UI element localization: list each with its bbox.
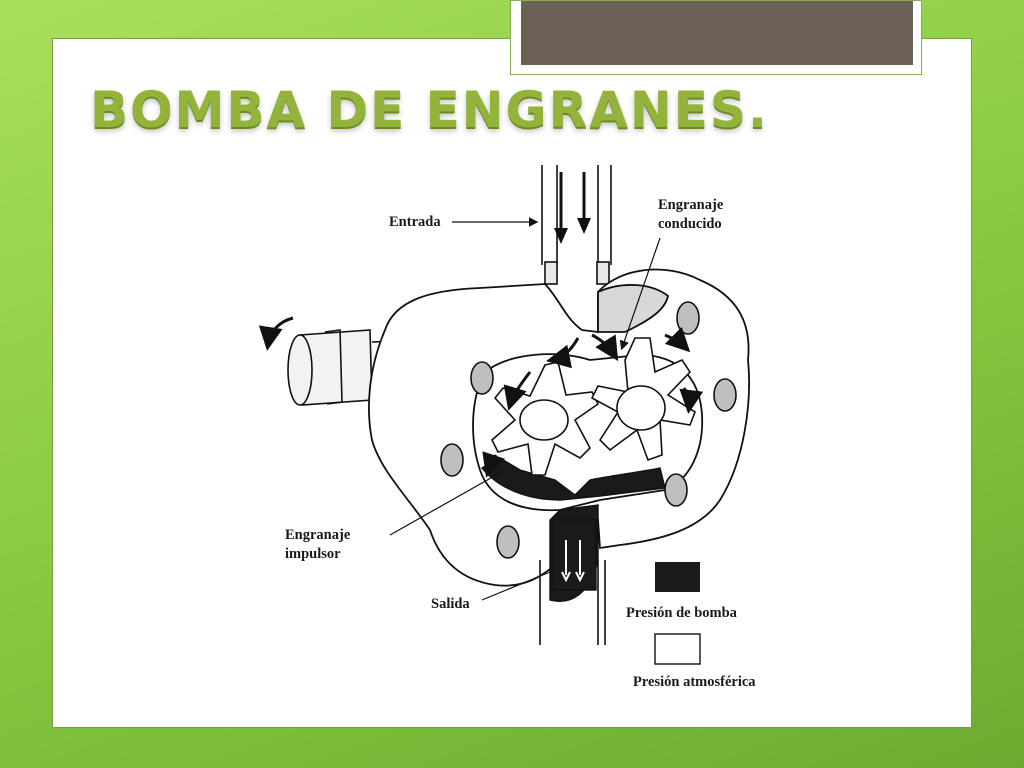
slide-title: BOMBA DE ENGRANES. [90, 81, 769, 139]
label-engranaje-conducido-2: conducido [658, 216, 722, 232]
bolt-holes [440, 301, 737, 559]
legend-label-atmospheric: Presión atmosférica [633, 674, 756, 690]
pump-pressure-region [480, 457, 666, 602]
leader-lines [389, 217, 661, 601]
label-salida: Salida [431, 596, 470, 612]
drive-gear [491, 361, 600, 476]
label-engranaje-conducido-1: Engranaje [658, 197, 724, 213]
label-entrada: Entrada [389, 214, 441, 230]
inlet-flow-arrows [554, 172, 591, 244]
header-tab [510, 0, 922, 75]
outlet-pipe [539, 560, 606, 645]
internal-flow-arrows [482, 326, 704, 478]
legend-swatch-atmospheric [654, 633, 701, 665]
legend-label-pump-pressure: Presión de bomba [626, 605, 737, 621]
label-engranaje-impulsor-2: impulsor [285, 546, 341, 562]
header-tab-bar [521, 1, 913, 65]
outlet-flow-arrows [561, 540, 585, 583]
legend-swatch-pump-pressure [655, 562, 700, 592]
driven-gear [590, 337, 696, 462]
inlet-pipe [541, 165, 612, 285]
label-engranaje-impulsor-1: Engranaje [285, 527, 351, 543]
